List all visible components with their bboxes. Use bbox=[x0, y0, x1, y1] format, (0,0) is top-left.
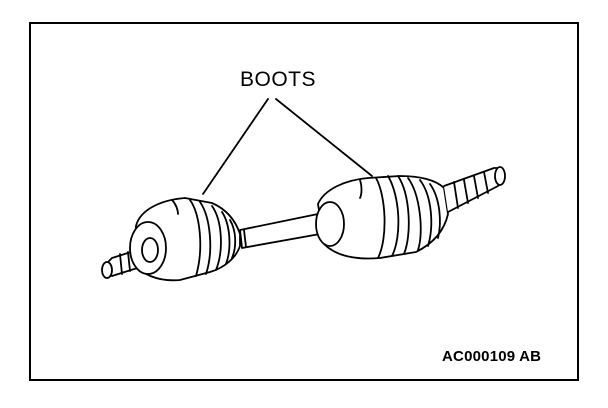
intermediate-shaft bbox=[239, 213, 321, 249]
outer-joint-boot bbox=[129, 197, 241, 282]
figure-id-label: AC000109 AB bbox=[442, 348, 542, 365]
inner-stub-shaft bbox=[443, 166, 506, 213]
inner-joint-boot bbox=[315, 175, 449, 260]
boots-callout-label: BOOTS bbox=[240, 68, 317, 91]
figure-frame bbox=[29, 22, 579, 381]
callout-leader-lines bbox=[202, 98, 373, 195]
